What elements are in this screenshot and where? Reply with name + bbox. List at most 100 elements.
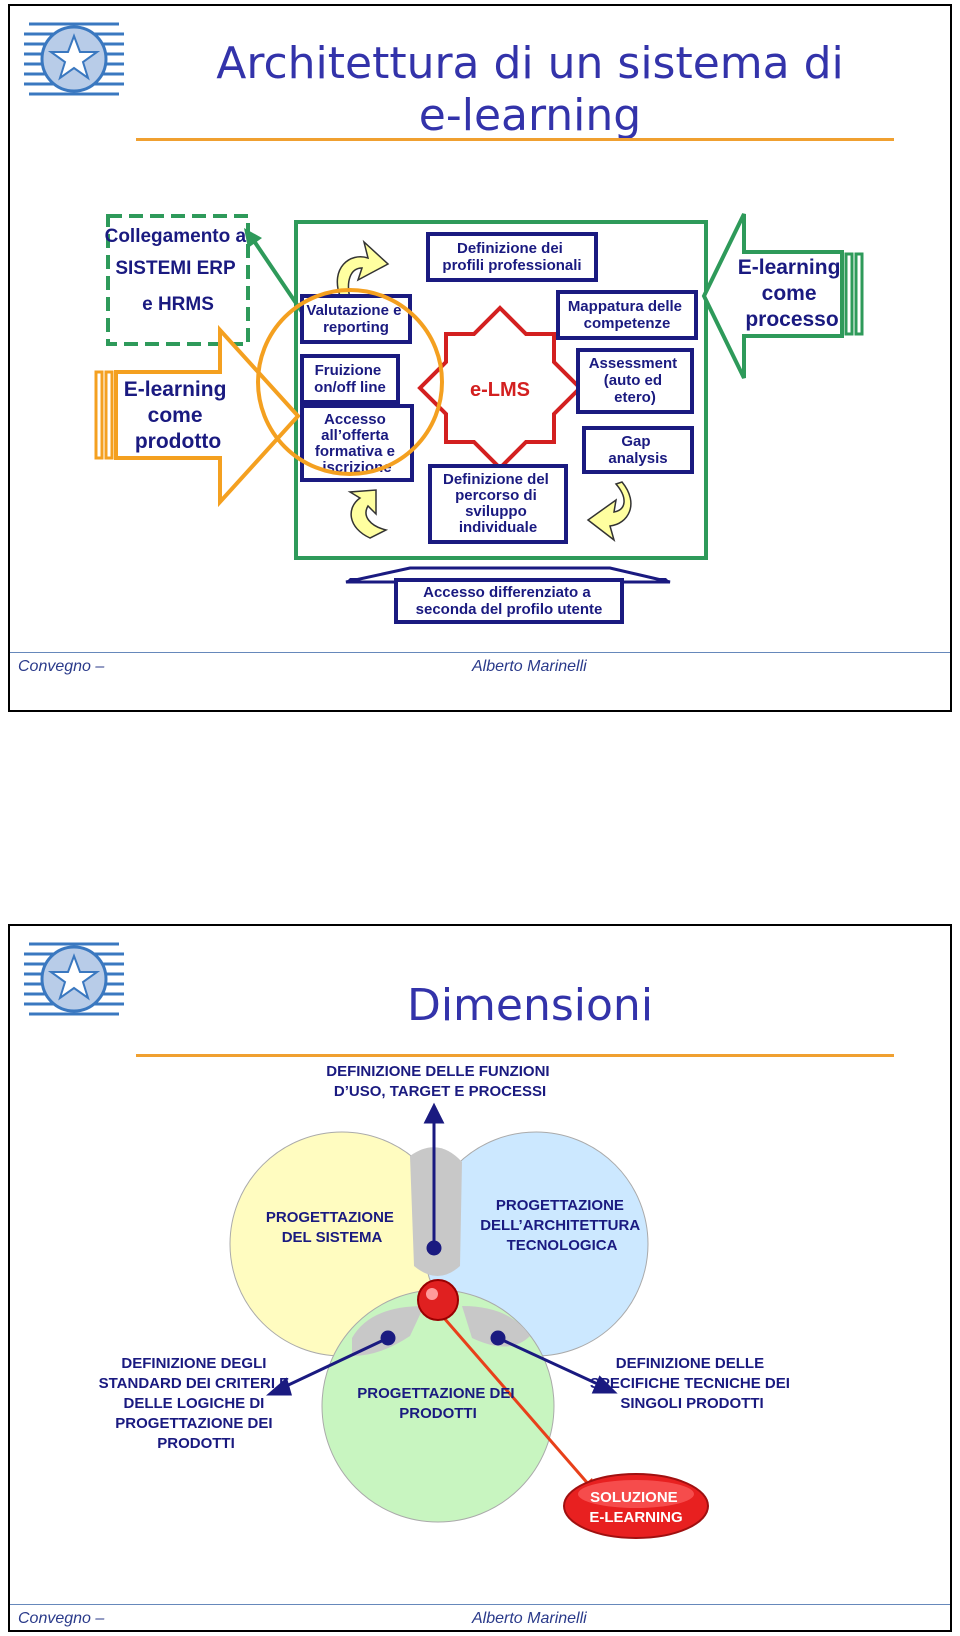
slide-title: Dimensioni xyxy=(406,980,654,1031)
cycle-arrow-icon xyxy=(586,481,632,542)
slide-architettura: Architettura di un sistema di e-learning… xyxy=(8,4,952,712)
assessment-label: Assessment (auto ed etero) xyxy=(589,355,682,406)
erp-line-2: SISTEMI ERP xyxy=(115,258,236,279)
title-underline xyxy=(136,138,894,141)
arrow-left-dot xyxy=(380,1330,396,1346)
profili-line-2: profili professionali xyxy=(442,257,581,274)
percorso-label: Definizione del percorso di sviluppo ind… xyxy=(443,471,553,536)
processo-line-1: E-learning xyxy=(738,256,841,279)
erp-link-arrow xyxy=(250,236,304,314)
right-line-2: SPECIFICHE TECNICHE DEI xyxy=(590,1375,790,1392)
arrowhead-right-icon xyxy=(591,1375,618,1394)
profili-label: Definizione dei profili professionali xyxy=(442,240,581,274)
footer-author: Alberto Marinelli xyxy=(472,1610,587,1627)
differenziato-line-2: seconda del profilo utente xyxy=(416,601,603,618)
left-line-1: DEFINIZIONE DEGLI xyxy=(121,1355,266,1372)
prodotto-line-2: come xyxy=(148,404,203,427)
arrow-right-dot xyxy=(490,1330,506,1346)
percorso-line-4: individuale xyxy=(459,519,537,536)
sphere-highlight xyxy=(426,1288,438,1300)
architettura-line-1: PROGETTAZIONE xyxy=(496,1197,624,1214)
architettura-line-3: TECNOLOGICA xyxy=(507,1237,618,1254)
differenziato-line-1: Accesso differenziato a xyxy=(423,584,591,601)
prodotti-label: PROGETTAZIONE DEI PRODOTTI xyxy=(357,1385,518,1422)
title-line-2: e-learning xyxy=(418,90,642,141)
percorso-line-2: percorso di xyxy=(455,487,537,504)
mappatura-label: Mappatura delle competenze xyxy=(568,298,686,332)
erp-line-3: e HRMS xyxy=(142,294,214,315)
percorso-line-1: Definizione del xyxy=(443,471,549,488)
processo-label: E-learning come processo xyxy=(738,256,847,331)
prodotto-line-3: prodotto xyxy=(135,430,221,453)
top-label-line-2: D’USO, TARGET E PROCESSI xyxy=(334,1083,546,1100)
right-line-3: SINGOLI PRODOTTI xyxy=(620,1395,763,1412)
right-label: DEFINIZIONE DELLE SPECIFICHE TECNICHE DE… xyxy=(590,1355,794,1412)
accesso-label: Accesso all’offerta formativa e iscrizio… xyxy=(315,411,399,476)
box-mappatura xyxy=(556,290,698,340)
architecture-diagram: Collegamento a SISTEMI ERP e HRMS E-lear… xyxy=(94,213,864,624)
footer-divider xyxy=(10,652,950,653)
left-line-5: PRODOTTI xyxy=(157,1435,235,1452)
elms-label: e-LMS xyxy=(470,379,530,401)
solution-line-2: E-LEARNING xyxy=(589,1509,682,1526)
gap-line-1: Gap xyxy=(621,433,650,450)
prodotti-line-1: PROGETTAZIONE DEI xyxy=(357,1385,514,1402)
box-valutazione xyxy=(300,294,412,344)
lms-frame xyxy=(294,220,708,560)
arrowhead-left-icon xyxy=(266,1377,292,1396)
cycle-arrow-icon xyxy=(347,489,389,539)
left-label: DEFINIZIONE DEGLI STANDARD DEI CRITERI E… xyxy=(99,1355,294,1452)
profili-line-1: Definizione dei xyxy=(457,240,563,257)
box-assessment xyxy=(576,348,694,414)
assessment-line-2: (auto ed xyxy=(604,372,662,389)
erp-dashed-box xyxy=(106,214,250,346)
dimensions-venn-diagram: DEFINIZIONE DELLE FUNZIONI D’USO, TARGET… xyxy=(99,1063,794,1539)
sistema-line-2: DEL SISTEMA xyxy=(282,1229,383,1246)
sistema-line-1: PROGETTAZIONE xyxy=(266,1209,394,1226)
footer-event: Convegno – xyxy=(18,1610,105,1627)
left-line-4: PROGETTAZIONE DEI xyxy=(115,1415,272,1432)
arrowhead-up-icon xyxy=(423,1102,445,1124)
arrow-solution xyxy=(442,1317,592,1487)
erp-line-1: Collegamento a xyxy=(105,226,247,247)
solution-highlight xyxy=(578,1480,694,1508)
solution-line-1: SOLUZIONE xyxy=(590,1489,678,1506)
assessment-line-1: Assessment xyxy=(589,355,677,372)
right-line-1: DEFINIZIONE DELLE xyxy=(616,1355,764,1372)
center-sphere xyxy=(417,1279,459,1321)
architettura-label: PROGETTAZIONE DELL’ARCHITETTURA TECNOLOG… xyxy=(480,1197,644,1254)
footer-event: Convegno – xyxy=(18,658,105,675)
prodotto-arrow xyxy=(94,324,301,508)
box-fruizione xyxy=(300,354,400,404)
processo-line-3: processo xyxy=(745,308,838,331)
overlap-top xyxy=(410,1147,462,1276)
accesso-line-2: all’offerta xyxy=(321,427,389,444)
prodotto-label: E-learning come prodotto xyxy=(124,378,233,453)
box-gap xyxy=(582,426,694,474)
box-profili xyxy=(426,232,598,282)
fruizione-line-2: on/off line xyxy=(314,379,386,396)
orange-highlight-circle xyxy=(256,288,444,476)
arrow-right xyxy=(497,1336,603,1388)
valutazione-label: Valutazione e reporting xyxy=(306,302,405,336)
slide-dimensioni: Dimensioni DEFINIZI xyxy=(8,924,952,1632)
left-line-3: DELLE LOGICHE DI xyxy=(123,1395,264,1412)
left-line-2: STANDARD DEI CRITERI E xyxy=(99,1375,290,1392)
processo-line-2: come xyxy=(762,282,817,305)
processo-arrow xyxy=(701,213,864,379)
slide-title: Architettura di un sistema di e-learning xyxy=(130,38,930,142)
architettura-line-2: DELL’ARCHITETTURA xyxy=(480,1217,640,1234)
valutazione-line-1: Valutazione e xyxy=(306,302,401,319)
footer-author: Alberto Marinelli xyxy=(472,658,587,675)
fruizione-label: Fruizione on/off line xyxy=(314,362,386,396)
prodotti-line-2: PRODOTTI xyxy=(399,1405,477,1422)
erp-label: Collegamento a SISTEMI ERP e HRMS xyxy=(105,226,252,315)
title-line-1: Architettura di un sistema di xyxy=(216,38,844,89)
fruizione-line-1: Fruizione xyxy=(315,362,382,379)
percorso-line-3: sviluppo xyxy=(465,503,527,520)
top-label-line-1: DEFINIZIONE DELLE FUNZIONI xyxy=(326,1063,549,1080)
overlap-right xyxy=(462,1306,530,1347)
emblem-logo-icon xyxy=(24,22,124,96)
erp-arrowhead-icon xyxy=(244,228,262,248)
sistema-label: PROGETTAZIONE DEL SISTEMA xyxy=(266,1209,398,1246)
